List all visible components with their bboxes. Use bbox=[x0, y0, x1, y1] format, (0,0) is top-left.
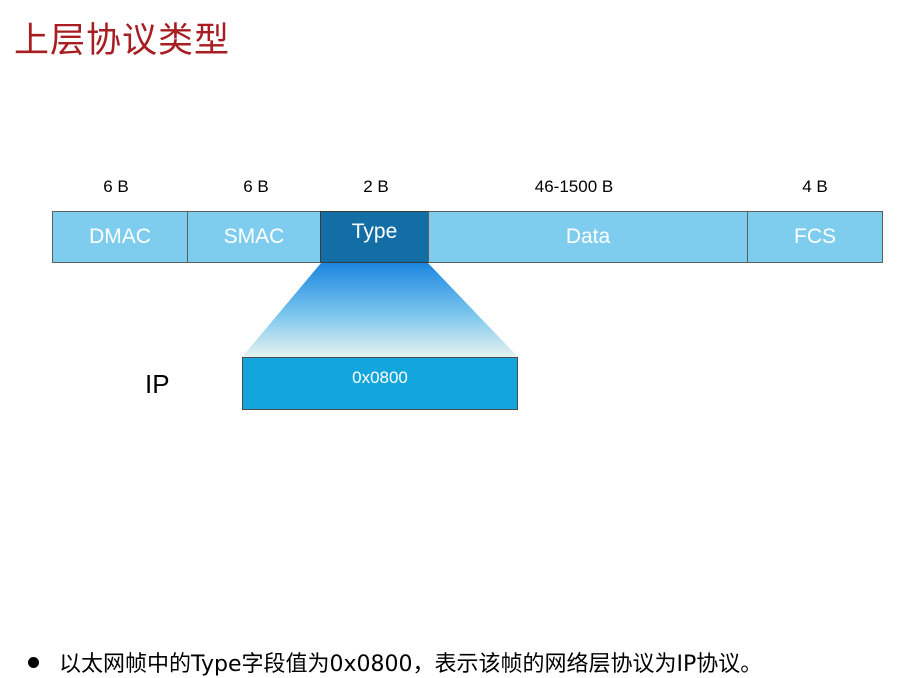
note-text: 以太网帧中的Type字段值为0x0800，表示该帧的网络层协议为IP协议。 bbox=[59, 652, 763, 677]
frame-field-data: Data bbox=[428, 211, 748, 263]
size-label-smac: 6 B bbox=[243, 177, 269, 196]
frame-field-fcs: FCS bbox=[747, 211, 883, 263]
frame-field-dmac: DMAC bbox=[52, 211, 188, 263]
bullet-dot-icon bbox=[28, 656, 39, 668]
type-value-box: 0x0800 bbox=[242, 357, 518, 410]
frame-field-smac: SMAC bbox=[187, 211, 321, 263]
protocol-label: IP bbox=[145, 369, 170, 399]
note-bullet: 以太网帧中的Type字段值为0x0800，表示该帧的网络层协议为IP协议。 bbox=[28, 646, 762, 678]
size-label-fcs: 4 B bbox=[802, 177, 828, 196]
size-label-data: 46-1500 B bbox=[534, 177, 614, 196]
size-label-dmac: 6 B bbox=[103, 177, 129, 196]
page-title: 上层协议类型 bbox=[14, 21, 231, 61]
size-label-type: 2 B bbox=[363, 177, 389, 196]
frame-field-type: Type bbox=[320, 211, 429, 263]
